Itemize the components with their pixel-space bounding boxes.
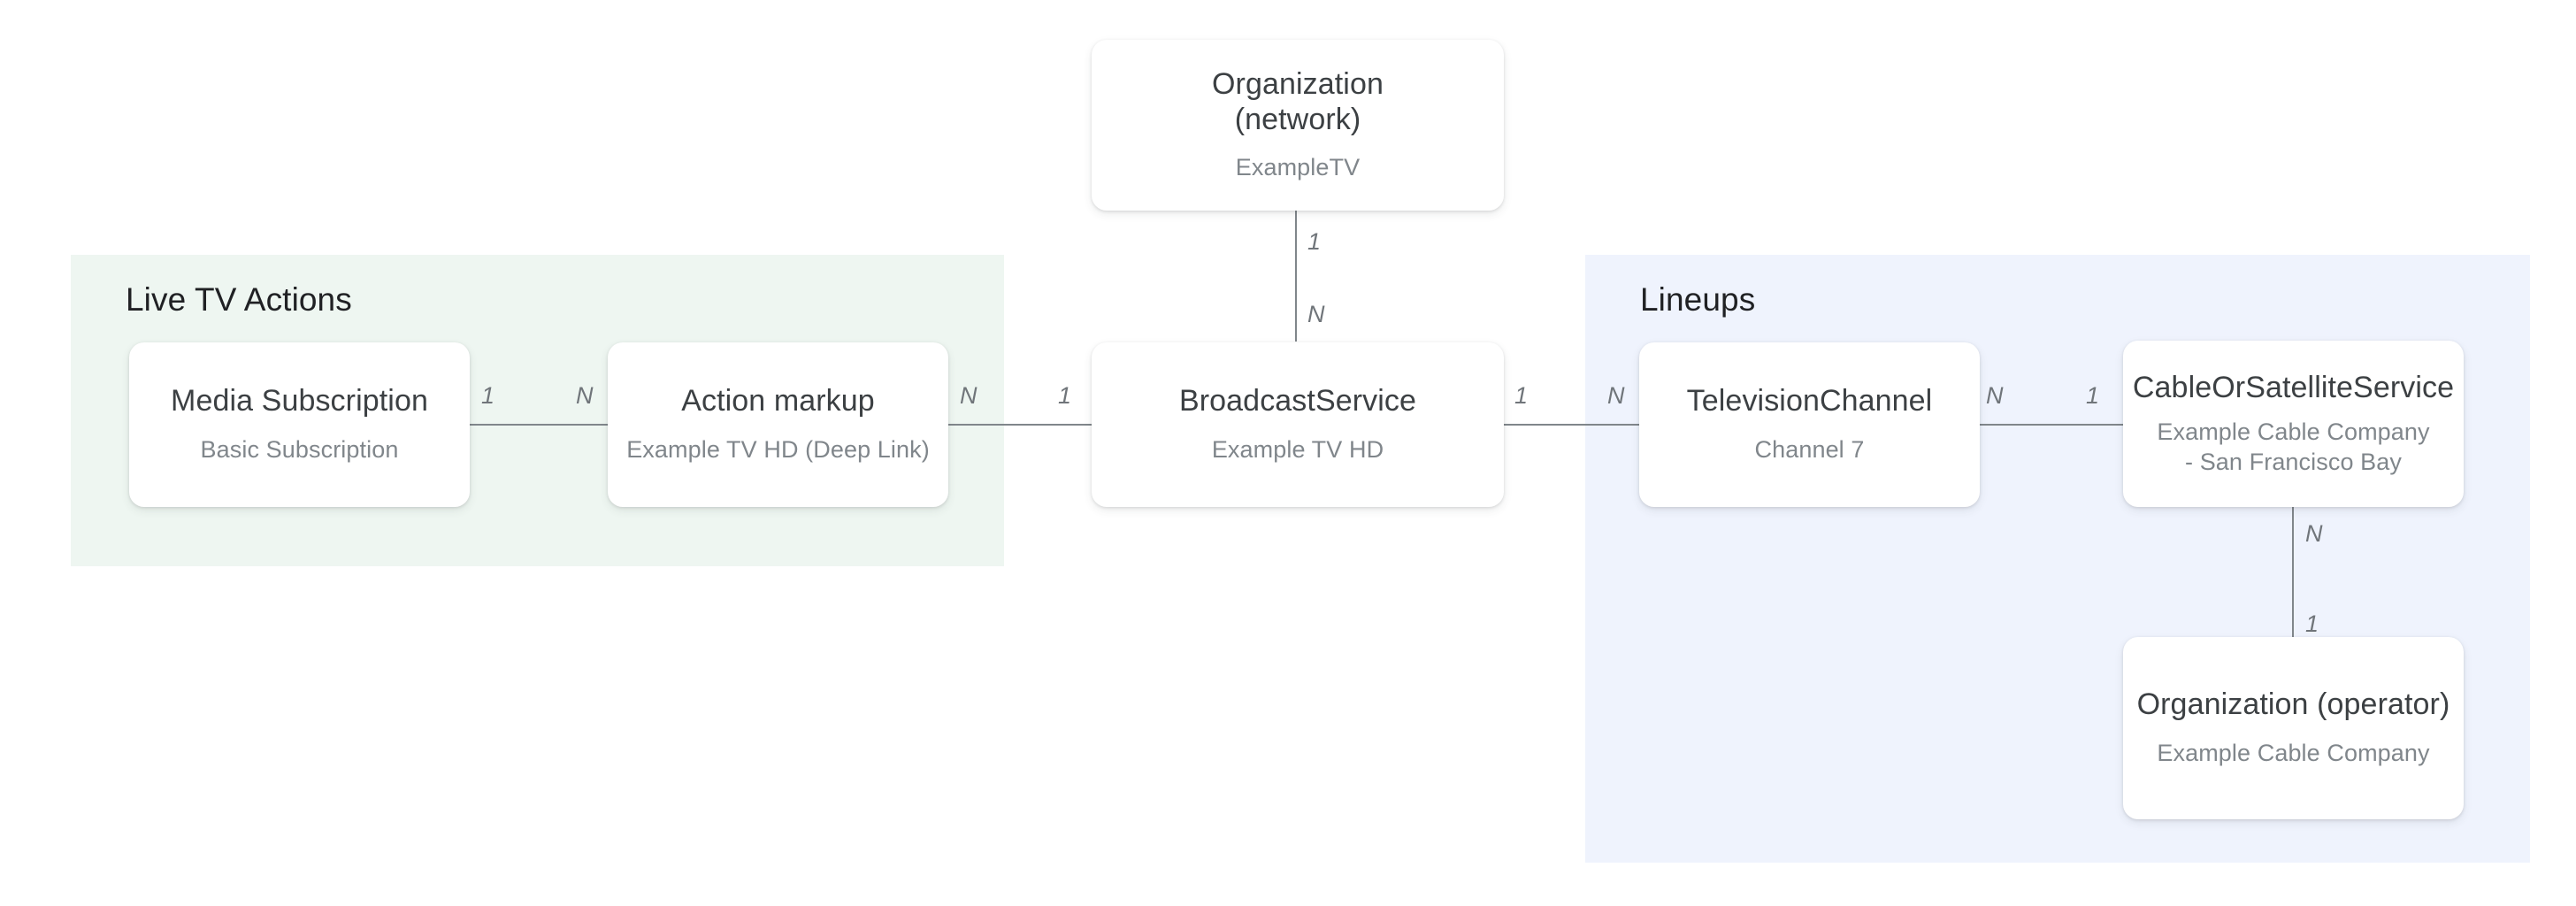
cardinality-action-markup-to-broadcast-to: 1 [1058, 382, 1072, 409]
cardinality-television-channel-to-cable-service-from: N [1986, 382, 2004, 409]
node-action-markup[interactable]: Action markup Example TV HD (Deep Link) [608, 342, 948, 507]
connector-action-markup-to-broadcast [947, 424, 1092, 426]
node-title-action-markup: Action markup [681, 384, 875, 418]
node-title-cable-or-satellite-service: CableOrSatelliteService [2132, 370, 2455, 404]
node-title-media-subscription: Media Subscription [171, 384, 428, 418]
node-subtitle-action-markup: Example TV HD (Deep Link) [626, 435, 930, 463]
node-broadcast-service[interactable]: BroadcastService Example TV HD [1092, 342, 1504, 507]
cardinality-media-subscription-to-action-markup-to: N [576, 382, 594, 409]
node-organization-network[interactable]: Organization (network) ExampleTV [1092, 40, 1504, 211]
connector-media-subscription-to-action-markup [467, 424, 609, 426]
cardinality-action-markup-to-broadcast-from: N [960, 382, 978, 409]
node-title-television-channel: TelevisionChannel [1686, 384, 1933, 418]
group-label-live-tv-actions: Live TV Actions [126, 281, 352, 318]
node-subtitle-cable-or-satellite-service: Example Cable Company - San Francisco Ba… [2157, 418, 2430, 475]
node-media-subscription[interactable]: Media Subscription Basic Subscription [129, 342, 470, 507]
node-title-line-2: (network) [1234, 102, 1361, 136]
connector-org-network-to-broadcast [1295, 211, 1297, 342]
cardinality-cable-service-to-org-operator-to: 1 [2305, 610, 2319, 637]
node-organization-operator[interactable]: Organization (operator) Example Cable Co… [2123, 637, 2464, 819]
cardinality-television-channel-to-cable-service-to: 1 [2086, 382, 2100, 409]
node-subtitle-television-channel: Channel 7 [1754, 435, 1865, 463]
connector-television-channel-to-cable-service [1973, 424, 2127, 426]
cardinality-org-network-to-broadcast-from: 1 [1307, 228, 1322, 255]
cardinality-broadcast-to-television-channel-to: N [1607, 382, 1625, 409]
node-subtitle-organization-network: ExampleTV [1235, 154, 1361, 181]
node-title-organization-network: Organization (network) [1212, 67, 1384, 137]
cardinality-broadcast-to-television-channel-from: 1 [1514, 382, 1529, 409]
node-television-channel[interactable]: TelevisionChannel Channel 7 [1639, 342, 1980, 507]
cardinality-media-subscription-to-action-markup-from: 1 [481, 382, 495, 409]
connector-broadcast-to-television-channel [1502, 424, 1640, 426]
node-title-line-1: Organization [1212, 67, 1384, 102]
node-subtitle-media-subscription: Basic Subscription [200, 435, 399, 463]
cardinality-cable-service-to-org-operator-from: N [2305, 520, 2323, 547]
node-title-organization-operator: Organization (operator) [2136, 687, 2450, 722]
node-title-broadcast-service: BroadcastService [1178, 384, 1417, 418]
connector-cable-service-to-org-operator [2292, 507, 2294, 638]
node-cable-or-satellite-service[interactable]: CableOrSatelliteService Example Cable Co… [2123, 341, 2464, 507]
node-subtitle-broadcast-service: Example TV HD [1211, 435, 1384, 463]
cardinality-org-network-to-broadcast-to: N [1307, 301, 1325, 327]
node-subtitle-organization-operator: Example Cable Company [2157, 739, 2430, 766]
group-label-lineups: Lineups [1640, 281, 1756, 318]
